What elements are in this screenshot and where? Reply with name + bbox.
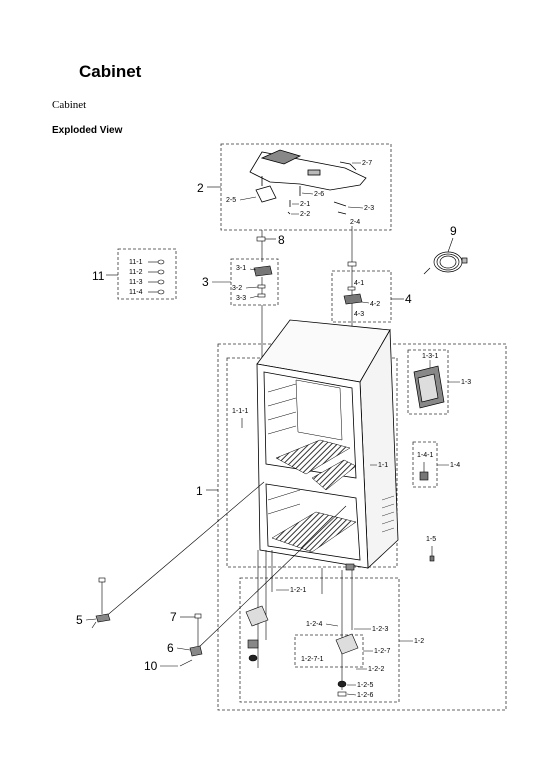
callout-1-3: 1-3 (461, 379, 471, 386)
callout-10: 10 (144, 659, 158, 673)
callout-11: 11 (92, 269, 105, 283)
callouts-4: 4 4-1 4-2 4-3 (343, 280, 412, 318)
callout-2-3: 2-3 (364, 205, 374, 212)
screw (333, 201, 347, 207)
cover-slot (307, 169, 321, 176)
top-hinge-bracket (260, 149, 302, 165)
callout-4-1: 4-1 (354, 280, 364, 287)
part-1-5 (429, 546, 435, 562)
callout-8: 8 (278, 233, 285, 247)
group-box-1-4 (412, 441, 438, 488)
group-box-2 (220, 143, 392, 231)
section-heading: Exploded View (52, 125, 123, 136)
callout-2-6: 2-6 (314, 191, 324, 198)
callout-1-1-1: 1-1-1 (232, 408, 248, 415)
callout-2-2: 2-2 (300, 211, 310, 218)
callout-1: 1 (196, 484, 203, 498)
callout-2-7: 2-7 (362, 160, 372, 167)
callout-11-3: 11-3 (129, 279, 143, 286)
callout-1-1: 1-1 (378, 462, 388, 469)
callout-2-5: 2-5 (226, 197, 236, 204)
callout-6: 6 (167, 641, 174, 655)
bottom-hinge-assembly (245, 550, 359, 697)
callout-1-2-3: 1-2-3 (372, 626, 388, 633)
callout-4: 4 (405, 292, 412, 306)
hinge-plate-2-5 (255, 185, 277, 203)
callout-1-2-5: 1-2-5 (357, 682, 373, 689)
callout-4-3: 4-3 (354, 311, 364, 318)
callout-2-4: 2-4 (350, 219, 360, 226)
callout-11-2: 11-2 (129, 269, 143, 276)
callout-1-2-2: 1-2-2 (368, 666, 384, 673)
callout-1-2-4: 1-2-4 (306, 621, 322, 628)
cabinet-body (256, 319, 399, 569)
callout-3: 3 (202, 275, 209, 289)
screw (287, 211, 291, 215)
callouts-11: 11 11-1 11-2 11-3 11-4 (92, 259, 165, 296)
wire-harness (339, 161, 357, 171)
water-tube-coil (423, 251, 468, 275)
group-box-1-2 (239, 577, 400, 703)
screw (337, 211, 347, 215)
group-box-11 (117, 248, 177, 300)
part-8 (256, 230, 276, 262)
callout-1-2-7: 1-2-7 (374, 648, 390, 655)
part-1-4 (419, 462, 429, 481)
callouts-1-2: 1-2-1 1-2-4 1-2-3 1-2 1-2-7 1-2-7-1 1-2-… (276, 587, 424, 699)
top-hinge-assembly (249, 149, 367, 215)
callout-1-4: 1-4 (450, 462, 460, 469)
callout-1-2-1: 1-2-1 (290, 587, 306, 594)
callout-3-2: 3-2 (232, 285, 242, 292)
page-title: Cabinet (79, 62, 142, 81)
callout-5: 5 (76, 613, 83, 627)
callout-3-3: 3-3 (236, 295, 246, 302)
callout-1-5: 1-5 (426, 536, 436, 543)
callout-11-4: 11-4 (129, 289, 143, 296)
callout-2-1: 2-1 (300, 201, 310, 208)
lower-left-parts (91, 481, 347, 667)
callout-2: 2 (197, 181, 204, 195)
callout-1-4-1: 1-4-1 (417, 452, 433, 459)
callout-7: 7 (170, 610, 177, 624)
callout-9: 9 (450, 224, 457, 238)
callout-1-2: 1-2 (414, 638, 424, 645)
group-box-1 (217, 343, 507, 711)
page-subtitle: Cabinet (52, 99, 87, 111)
callout-1-3-1: 1-3-1 (422, 353, 438, 360)
callout-11-1: 11-1 (129, 259, 143, 266)
control-panel-1-3 (413, 365, 445, 409)
callout-1-2-7-1: 1-2-7-1 (301, 656, 324, 663)
callout-4-2: 4-2 (370, 301, 380, 308)
callout-3-1: 3-1 (236, 265, 246, 272)
callouts-2: 2 2-5 2-6 2-1 2-2 2-3 2-4 2-7 (197, 160, 374, 226)
callout-1-2-6: 1-2-6 (357, 692, 373, 699)
callouts-1: 1 1-1 1-1-1 (196, 408, 388, 498)
callouts-3: 3 3-1 3-2 3-3 (202, 265, 273, 302)
